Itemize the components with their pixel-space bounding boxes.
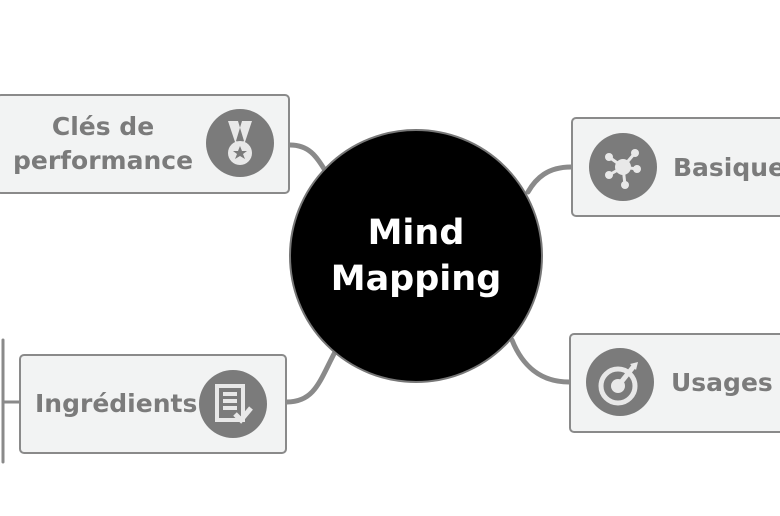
network-hub-icon [589, 133, 657, 201]
connector-ingredients [284, 349, 338, 405]
node-basiques-label: Basiques [673, 153, 780, 182]
connector-usages [509, 337, 572, 385]
node-performance-line1: Clés de [51, 112, 155, 141]
node-basiques[interactable]: Basiques [571, 117, 780, 217]
central-node-line2: Mapping [330, 259, 502, 299]
node-ingredients-label: Ingrédients [35, 389, 198, 418]
connector-basiques [525, 164, 574, 195]
medal-icon [206, 109, 274, 177]
central-node-line1: Mind [367, 213, 465, 253]
central-node[interactable]: Mind Mapping [289, 129, 543, 383]
target-dart-icon [586, 348, 654, 416]
node-ingredients[interactable]: Ingrédients [19, 354, 287, 454]
node-usages[interactable]: Usages [569, 333, 780, 433]
node-performance[interactable]: Clés de performance [0, 94, 290, 194]
checklist-icon [199, 370, 267, 438]
connector-offscreen [1, 338, 21, 464]
node-usages-label: Usages [671, 368, 773, 397]
node-performance-line2: performance [12, 146, 194, 175]
